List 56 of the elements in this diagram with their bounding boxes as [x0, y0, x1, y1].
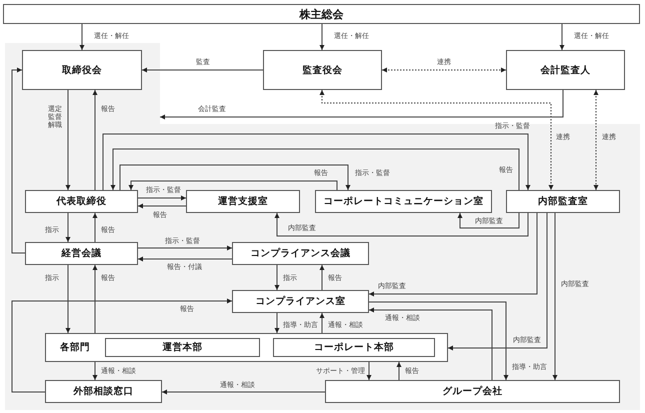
arrow: [92, 90, 98, 190]
arrow: [66, 264, 70, 334]
arrow: [366, 362, 372, 380]
dotted-arrow: [382, 68, 506, 72]
arrow: [396, 362, 402, 380]
arrow: [138, 256, 232, 262]
arrow: [92, 264, 98, 334]
arrow: [12, 68, 26, 254]
org-box: 運営支援室: [186, 190, 300, 213]
dotted-arrow: [594, 90, 598, 190]
group-title: 各部門: [60, 341, 90, 354]
arrow: [12, 298, 232, 392]
org-box: コンプライアンス室: [232, 290, 369, 313]
arrow: [138, 246, 232, 250]
arrow: [66, 212, 70, 242]
arrow: [368, 308, 492, 380]
arrow: [560, 24, 564, 50]
arrow: [92, 212, 98, 242]
arrow: [120, 164, 350, 190]
arrow: [320, 24, 324, 50]
org-box: 運営本部: [105, 338, 260, 357]
dotted-arrow: [320, 90, 554, 190]
header-bar: 株主総会: [3, 4, 640, 24]
arrow: [320, 264, 324, 290]
org-box: 外部相談窓口: [45, 380, 162, 403]
org-box: 内部監査室: [506, 190, 620, 213]
arrow: [110, 148, 520, 190]
arrow: [138, 204, 186, 208]
org-box: グループ会社: [325, 380, 620, 403]
arrow: [368, 302, 508, 380]
org-box: コンプライアンス会議: [232, 242, 369, 265]
arrow: [458, 212, 520, 228]
org-box: 監査役会: [263, 50, 382, 90]
arrow: [274, 212, 528, 236]
org-box: 取締役会: [22, 50, 142, 90]
arrow: [102, 134, 530, 190]
arrow: [92, 362, 98, 380]
group-box: [45, 333, 448, 362]
arrow: [274, 264, 280, 290]
arrow: [142, 68, 264, 72]
org-box: 代表取締役: [25, 190, 138, 213]
arrow: [80, 24, 84, 50]
arrow: [448, 212, 548, 350]
arrow: [162, 390, 326, 394]
org-box: コーポレートコミュニケーション室: [315, 190, 492, 213]
arrow: [552, 212, 558, 380]
arrow: [274, 312, 280, 334]
arrow: [320, 312, 324, 334]
arrow: [128, 180, 338, 190]
org-box: コーポレート本部: [273, 338, 435, 357]
arrow: [66, 90, 70, 190]
org-box: 会計監査人: [506, 50, 625, 90]
arrow: [368, 212, 538, 296]
arrow: [138, 196, 186, 200]
org-box: 経営会議: [25, 242, 138, 265]
arrow: [160, 90, 564, 120]
